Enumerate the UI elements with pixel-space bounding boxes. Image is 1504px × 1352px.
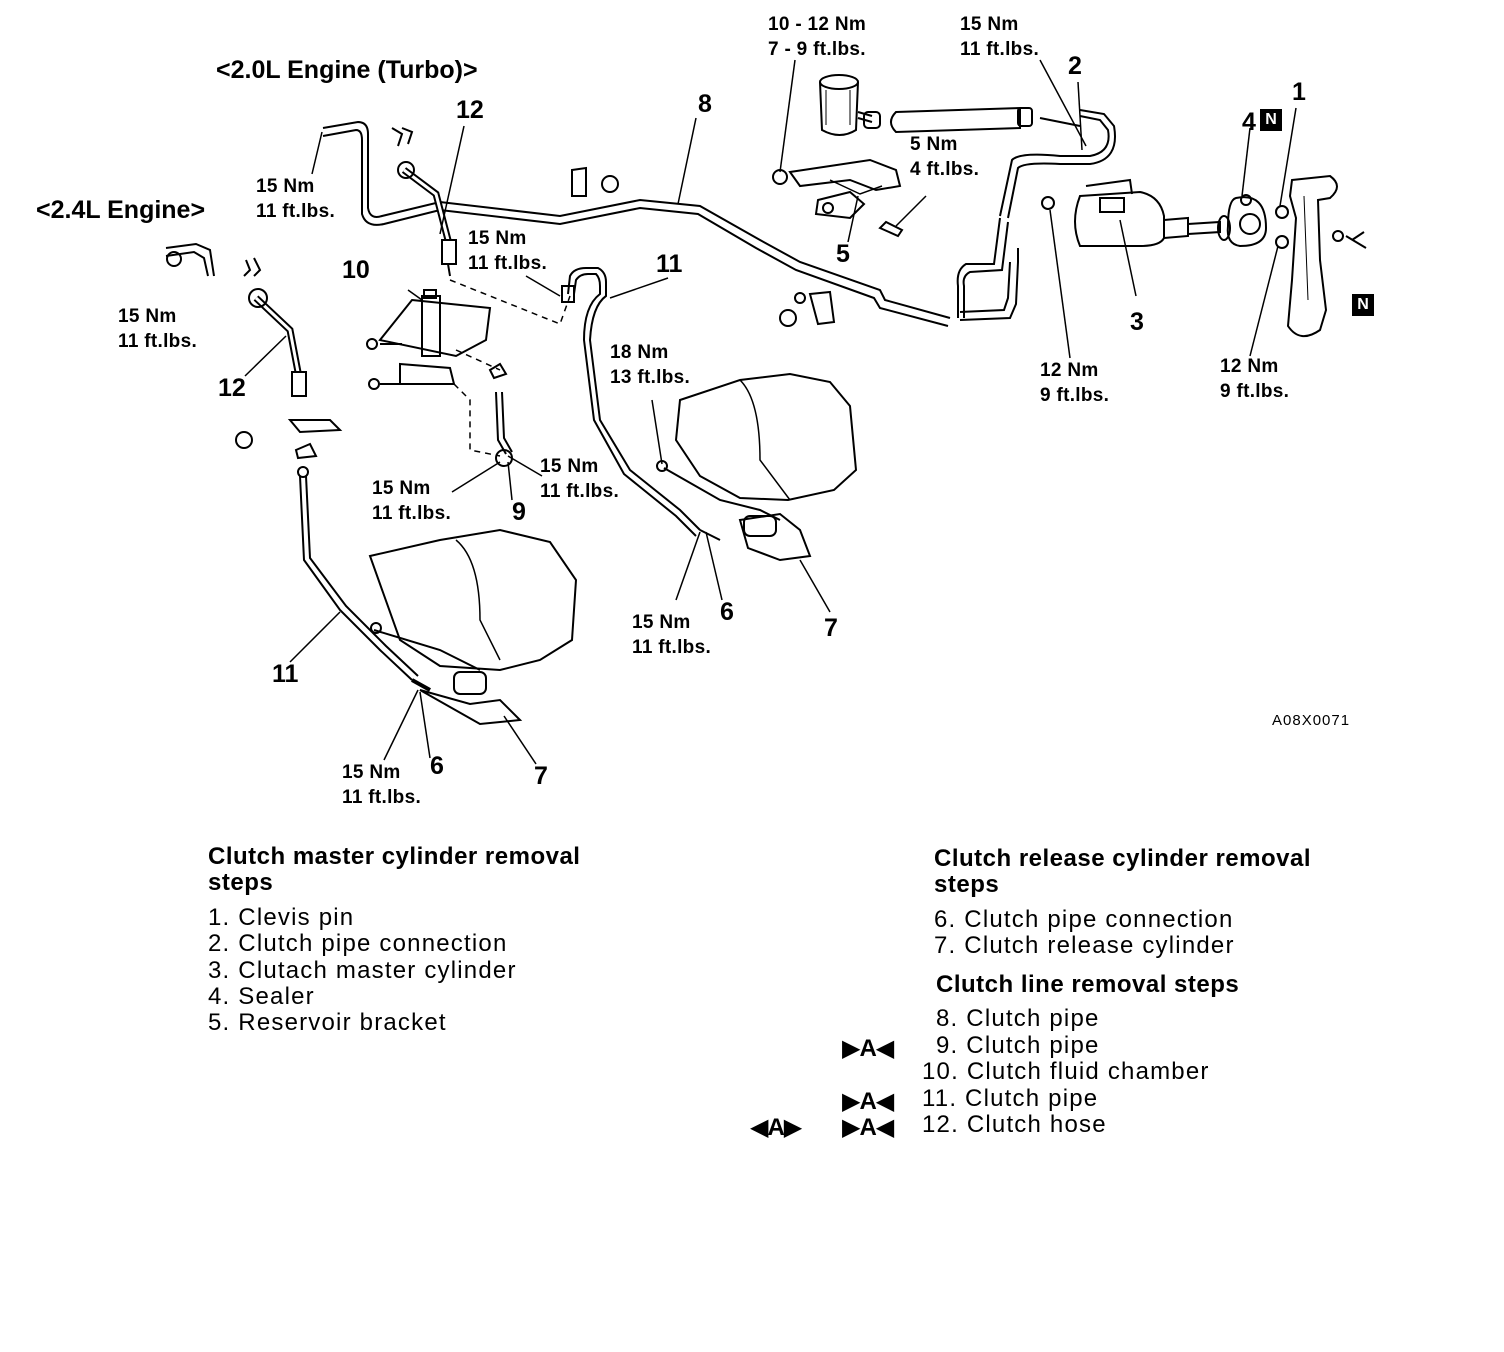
step-item: 1. Clevis pin [208, 903, 355, 931]
engine-heading-turbo: <2.0L Engine (Turbo)> [216, 56, 478, 84]
step-item: 10. Clutch fluid chamber [922, 1058, 1210, 1086]
step-item: 5. Reservoir bracket [208, 1009, 447, 1037]
part-number: 7 [534, 762, 548, 790]
clutch-pipe-11-24l [298, 467, 418, 680]
steps-heading: steps [934, 871, 1000, 899]
n-sealer-mark: N [1352, 294, 1374, 316]
part-number: 11 [272, 660, 299, 688]
steps-heading: Clutch master cylinder removal [208, 843, 581, 870]
part-number: 3 [1130, 308, 1144, 336]
step-item: 11. Clutch pipe [922, 1084, 1099, 1112]
part-number: 5 [836, 240, 850, 268]
step-item: 3. Clutach master cylinder [208, 956, 517, 984]
clutch-hose-12-turbo [398, 162, 456, 276]
engine-heading-24l: <2.4L Engine> [36, 196, 206, 224]
service-mark: ◀A▶ [750, 1114, 802, 1141]
n-sealer-mark: N [1260, 109, 1282, 131]
service-mark: ▶A◀ [842, 1114, 894, 1141]
reservoir-bracket [773, 160, 902, 236]
part-number: 7 [824, 614, 838, 642]
part-number: 6 [430, 752, 444, 780]
clutch-line-steps: Clutch line removal steps 8. Clutch pipe… [922, 971, 1240, 1138]
step-item: 2. Clutch pipe connection [208, 930, 508, 958]
figure-code: A08X0071 [1272, 712, 1351, 729]
leader-lines [245, 60, 1296, 764]
clutch-hose-12-24l [166, 244, 340, 458]
turbo-clip-brackets [392, 128, 834, 326]
steps-heading: Clutch line removal steps [936, 971, 1240, 998]
step-item: 8. Clutch pipe [936, 1005, 1100, 1033]
transmission-24l [370, 530, 576, 724]
part-number: 2 [1068, 52, 1082, 80]
service-mark: ▶A◀ [842, 1088, 894, 1115]
release-cylinder-steps: Clutch release cylinder removal steps 6.… [934, 845, 1311, 960]
reservoir [820, 75, 1080, 135]
master-cylinder-steps: Clutch master cylinder removal steps 1. … [208, 843, 581, 1037]
master-cylinder [1042, 180, 1288, 248]
fluid-chamber [367, 280, 570, 456]
steps-heading: steps [208, 869, 274, 897]
step-item: 9. Clutch pipe [936, 1031, 1100, 1059]
part-number: 1 [1292, 78, 1306, 106]
part-number: 4 [1242, 108, 1256, 136]
step-item: 7. Clutch release cylinder [934, 932, 1235, 960]
part-number: 11 [656, 250, 683, 278]
step-item: 6. Clutch pipe connection [934, 905, 1234, 933]
step-item: 4. Sealer [208, 983, 315, 1011]
step-item: 12. Clutch hose [922, 1111, 1107, 1139]
part-number: 12 [456, 96, 484, 124]
part-number: 9 [512, 498, 526, 526]
clutch-pedal [1288, 176, 1366, 336]
clutch-pipe-8 [323, 110, 1115, 326]
transmission-turbo [657, 374, 856, 560]
part-number: 6 [720, 598, 734, 626]
clutch-pipe-11-turbo [562, 268, 700, 536]
part-number: 10 [342, 256, 370, 284]
clutch-pipe-9 [496, 392, 512, 466]
part-number: 8 [698, 90, 712, 118]
service-mark: ▶A◀ [842, 1035, 894, 1062]
part-number: 12 [218, 374, 246, 402]
steps-heading: Clutch release cylinder removal [934, 845, 1311, 872]
